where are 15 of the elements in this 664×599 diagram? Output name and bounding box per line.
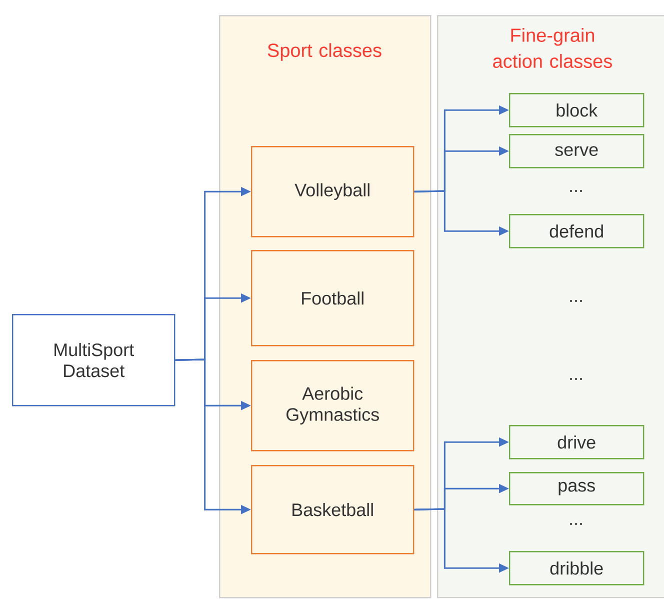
action-box: pass xyxy=(509,472,644,506)
action-box: dribble xyxy=(509,551,644,586)
sport-box: Football xyxy=(251,250,414,346)
action-box: block xyxy=(509,93,644,128)
ellipsis: ... xyxy=(570,378,582,380)
ellipsis: ... xyxy=(570,300,582,302)
ellipsis: ... xyxy=(570,190,582,192)
sport-box: Aerobic Gymnastics xyxy=(251,360,414,452)
action-box: defend xyxy=(509,214,644,248)
sport-box: Basketball xyxy=(251,464,414,554)
sport-box: Volleyball xyxy=(251,146,414,238)
action-box: drive xyxy=(509,424,644,460)
ellipsis: ... xyxy=(570,523,582,525)
dataset-box: MultiSport Dataset xyxy=(12,314,176,406)
action-box: serve xyxy=(509,134,644,168)
